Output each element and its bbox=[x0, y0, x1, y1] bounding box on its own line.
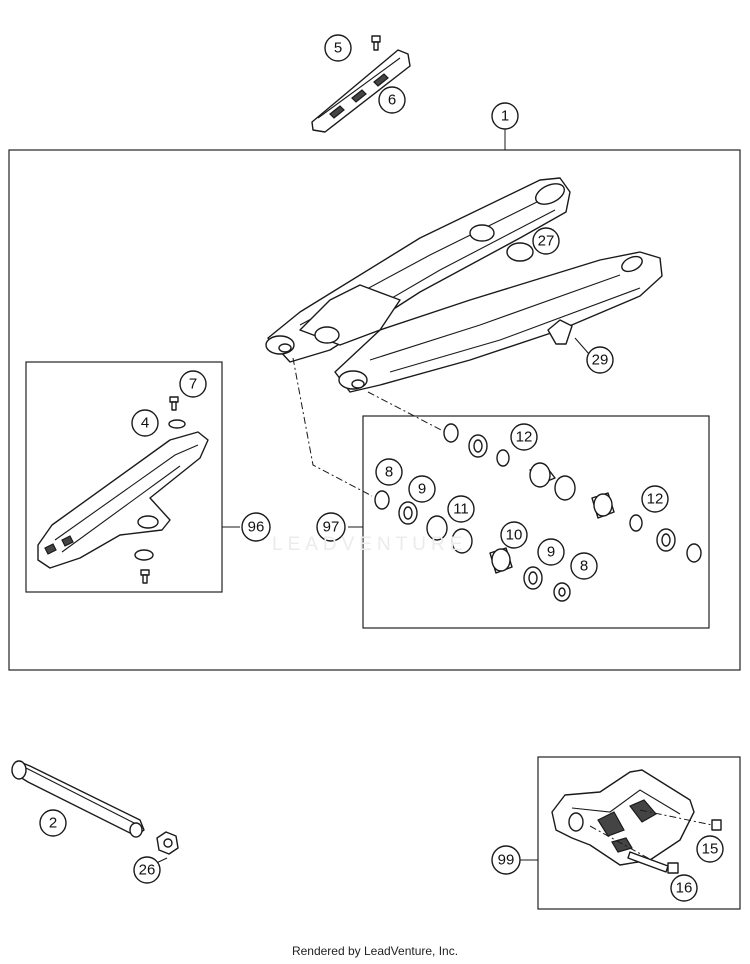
callout-96: 96 bbox=[241, 512, 271, 542]
callout-5: 5 bbox=[324, 34, 352, 62]
callout-8-left: 8 bbox=[375, 458, 403, 486]
bearing-kit-frame bbox=[362, 415, 710, 629]
screw-part-7 bbox=[169, 396, 179, 411]
svg-text:9: 9 bbox=[547, 544, 555, 561]
callout-2: 2 bbox=[39, 809, 67, 837]
axle-part-2 bbox=[11, 760, 145, 838]
chain-slider-kit-frame bbox=[25, 361, 223, 593]
callout-29: 29 bbox=[586, 346, 614, 374]
svg-text:27: 27 bbox=[538, 233, 555, 250]
callout-8-right: 8 bbox=[570, 552, 598, 580]
callout-12-right: 12 bbox=[641, 485, 669, 513]
bolt-part-15 bbox=[711, 819, 722, 831]
svg-text:99: 99 bbox=[498, 852, 515, 869]
callout-26: 26 bbox=[133, 856, 161, 884]
chain-slider-part-96 bbox=[37, 431, 209, 569]
leader-lines bbox=[149, 128, 590, 867]
washer-part-4 bbox=[168, 419, 186, 429]
chain-guide-kit-frame bbox=[537, 756, 741, 910]
svg-text:29: 29 bbox=[592, 352, 609, 369]
callout-10: 10 bbox=[500, 521, 528, 549]
footer-credit: Rendered by LeadVenture, Inc. bbox=[291, 944, 459, 958]
chain-guide-part-99 bbox=[551, 769, 695, 866]
svg-text:15: 15 bbox=[702, 841, 719, 858]
svg-text:4: 4 bbox=[141, 415, 149, 432]
watermark: LEADVENTURE bbox=[272, 534, 468, 555]
callout-4: 4 bbox=[131, 409, 159, 437]
svg-text:10: 10 bbox=[506, 527, 523, 544]
callout-97: 97 bbox=[316, 512, 346, 542]
main-assembly-frame bbox=[8, 149, 741, 671]
chain-guide-insert-part-6 bbox=[311, 49, 411, 133]
svg-text:11: 11 bbox=[453, 501, 469, 518]
washer-lower bbox=[134, 549, 154, 561]
svg-text:7: 7 bbox=[189, 376, 197, 393]
svg-text:9: 9 bbox=[418, 481, 426, 498]
callout-11: 11 bbox=[447, 495, 475, 523]
callout-9-right: 9 bbox=[537, 538, 565, 566]
svg-text:26: 26 bbox=[139, 862, 156, 879]
bolt-part-16 bbox=[627, 851, 679, 874]
pivot-axis-line bbox=[292, 357, 373, 497]
svg-text:16: 16 bbox=[676, 880, 693, 897]
svg-text:5: 5 bbox=[334, 40, 342, 57]
callout-27: 27 bbox=[532, 227, 560, 255]
svg-text:1: 1 bbox=[501, 108, 509, 125]
pivot-axis-line-2 bbox=[367, 391, 446, 433]
svg-text:8: 8 bbox=[580, 558, 588, 575]
bearing-kit-part-97 bbox=[374, 423, 702, 602]
bolt-axis-15 bbox=[639, 809, 713, 826]
swingarm-part-1 bbox=[265, 177, 663, 393]
callout-99: 99 bbox=[491, 845, 521, 875]
callout-9-left: 9 bbox=[408, 475, 436, 503]
callout-6: 6 bbox=[378, 86, 406, 114]
svg-text:8: 8 bbox=[385, 464, 393, 481]
screw-lower bbox=[140, 569, 150, 584]
svg-text:97: 97 bbox=[323, 519, 340, 536]
svg-text:96: 96 bbox=[248, 519, 265, 536]
callout-12-upper: 12 bbox=[510, 423, 538, 451]
screw-part-5 bbox=[371, 35, 381, 51]
svg-text:2: 2 bbox=[49, 815, 57, 832]
svg-text:12: 12 bbox=[647, 491, 664, 508]
svg-text:6: 6 bbox=[388, 92, 396, 109]
nut-part-26 bbox=[156, 831, 179, 855]
callout-1: 1 bbox=[491, 102, 519, 130]
callout-15: 15 bbox=[696, 835, 724, 863]
callout-7: 7 bbox=[179, 370, 207, 398]
callout-16: 16 bbox=[670, 874, 698, 902]
svg-text:12: 12 bbox=[516, 429, 533, 446]
ring-part-27 bbox=[506, 242, 534, 262]
